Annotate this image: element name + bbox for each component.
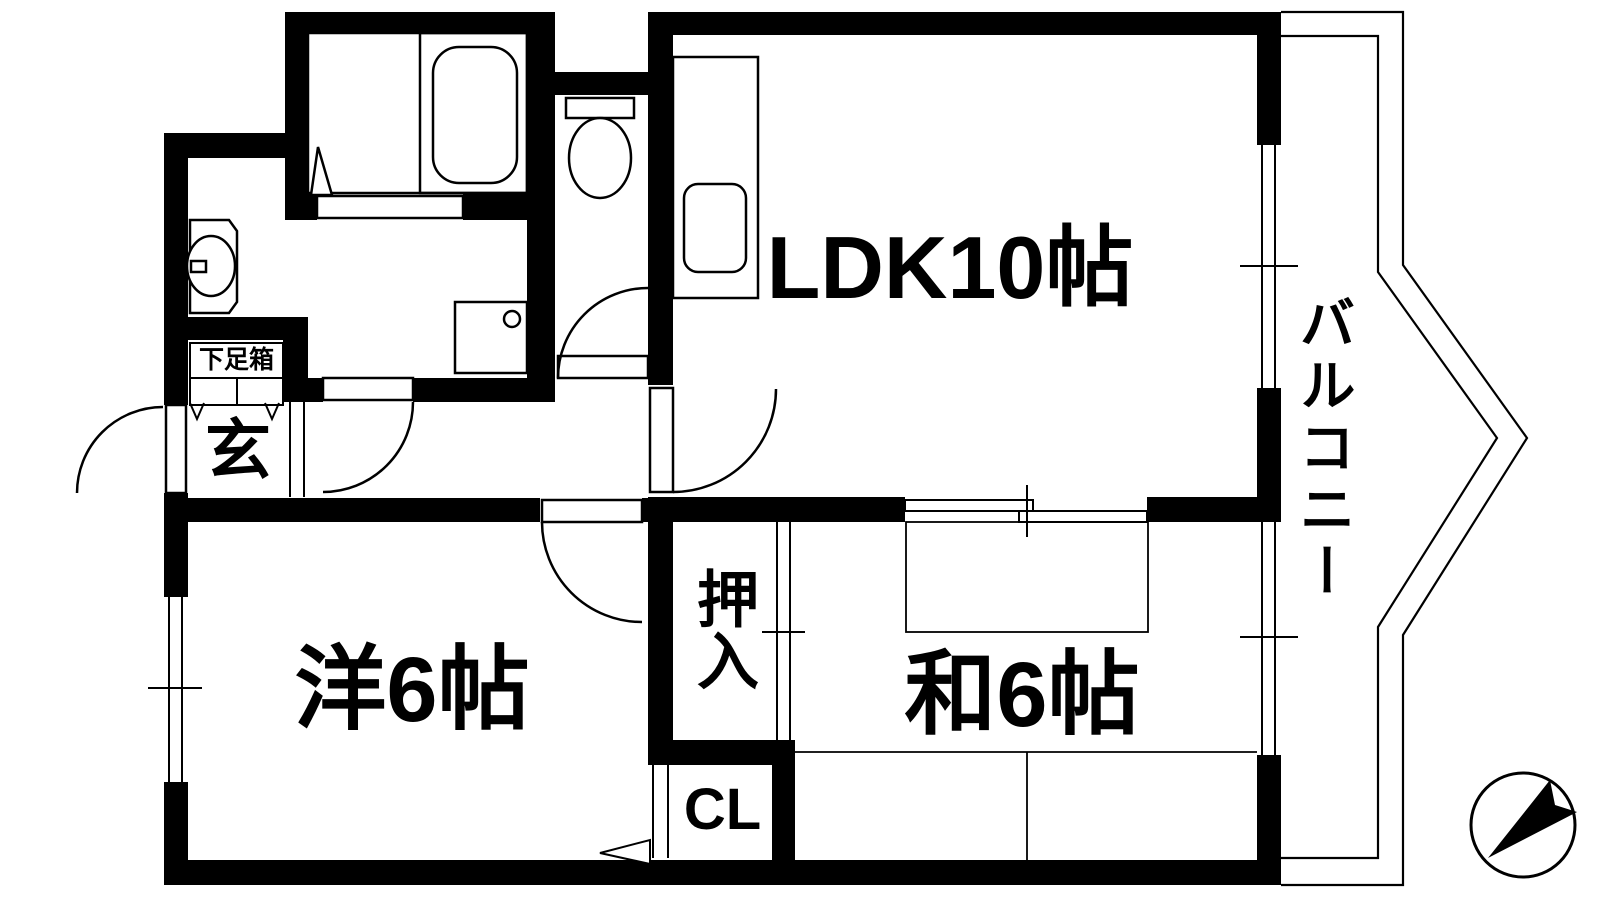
doors xyxy=(75,286,778,624)
room-label-japanese-room: 和6帖 xyxy=(904,644,1140,746)
toilet-tank-icon xyxy=(564,96,636,120)
ldk-door-arc xyxy=(672,388,778,494)
bathtub-icon xyxy=(431,45,519,185)
entrance-door-arc xyxy=(75,405,164,494)
washroom-door-leaf xyxy=(321,376,415,402)
walls-layer xyxy=(164,12,1281,885)
washing-machine-pan xyxy=(453,300,529,375)
north-needle-icon xyxy=(1488,780,1577,858)
closet-entry-arrow xyxy=(599,838,651,866)
room-label-shoe-box: 下足箱 xyxy=(198,346,274,374)
tatami-lines xyxy=(795,521,1257,860)
room-label-closet: CL xyxy=(683,777,762,842)
room-label-balcony: バルコニー xyxy=(1292,294,1355,604)
bathroom xyxy=(306,31,529,220)
balcony-fence xyxy=(1281,10,1529,887)
washroom-door-arc xyxy=(322,401,415,494)
windows xyxy=(148,145,1298,782)
shoe-door-mark xyxy=(189,402,205,422)
western-room-door-leaf xyxy=(540,498,644,524)
room-label-western-room: 洋6帖 xyxy=(294,639,530,741)
toilet-bowl-icon xyxy=(567,116,633,200)
bath-threshold xyxy=(315,194,465,220)
genkan-area xyxy=(189,342,305,497)
room-label-oshiire: 押入 xyxy=(687,567,756,691)
bathtub-zone xyxy=(418,31,529,195)
washbasin-faucet-icon xyxy=(189,259,208,274)
compass-icon xyxy=(1469,771,1577,879)
room-label-ldk: LDK10帖 xyxy=(766,218,1134,317)
bath-door-mark xyxy=(309,146,334,197)
shoe-door-mark xyxy=(264,402,280,422)
closet-door xyxy=(599,765,669,866)
bathroom-outline xyxy=(306,31,529,195)
western-room-door-arc xyxy=(540,521,643,624)
oshiire-fusuma xyxy=(762,522,805,740)
ldk-door-leaf xyxy=(648,386,675,494)
washbasin xyxy=(185,218,239,315)
room-label-genkan: 玄 xyxy=(205,413,271,487)
toilet xyxy=(564,96,636,200)
drain-icon xyxy=(502,309,522,329)
kitchen-sink-icon xyxy=(682,182,748,274)
entrance-door-leaf xyxy=(164,403,188,495)
washbasin-bowl-icon xyxy=(185,234,237,298)
sliding-door xyxy=(904,485,1148,537)
kitchen-counter xyxy=(671,55,760,300)
toilet-door-leaf xyxy=(556,354,650,380)
toilet-door-arc xyxy=(556,286,649,379)
